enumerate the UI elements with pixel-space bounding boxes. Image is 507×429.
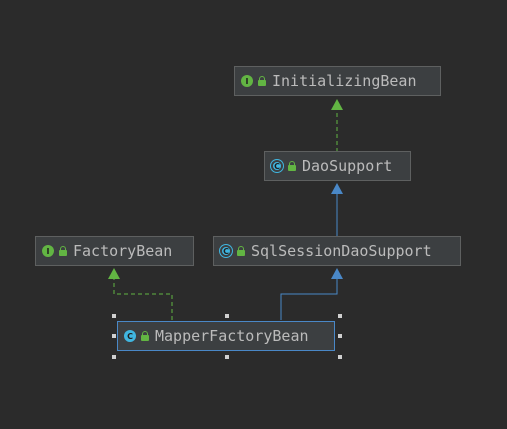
selection-handle-right[interactable] [338,334,342,338]
selection-handle-top[interactable] [225,314,229,318]
abstract-class-icon: C [220,245,232,257]
selection-handle-bottom-right[interactable] [338,355,342,359]
node-label: FactoryBean [73,242,173,260]
selection-handle-top-right[interactable] [338,314,342,318]
selection-handle-bottom-left[interactable] [112,355,116,359]
abstract-class-icon: C [271,160,283,172]
edge-mapperfactorybean-extends-sqlsessiondaosupport [280,268,343,320]
node-label: InitializingBean [272,72,417,90]
interface-icon: I [42,245,54,257]
node-label: DaoSupport [302,157,393,175]
interface-icon: I [241,75,253,87]
selection-handle-bottom[interactable] [225,355,229,359]
public-lock-icon [257,76,266,86]
selection-handle-top-left[interactable] [112,314,116,318]
node-factorybean[interactable]: I FactoryBean [35,236,194,266]
public-lock-icon [236,246,245,256]
node-initializingbean[interactable]: I InitializingBean [234,66,441,96]
edge-daosupport-implements-initializingbean [331,99,343,152]
edge-sqlsessiondaosupport-extends-daosupport [331,183,343,236]
node-mapperfactorybean[interactable]: C MapperFactoryBean [117,321,335,351]
public-lock-icon [140,331,149,341]
class-icon: C [124,330,136,342]
public-lock-icon [287,161,296,171]
selection-handle-left[interactable] [112,334,116,338]
node-label: MapperFactoryBean [155,327,309,345]
node-daosupport[interactable]: C DaoSupport [264,151,411,181]
node-sqlsessiondaosupport[interactable]: C SqlSessionDaoSupport [213,236,461,266]
public-lock-icon [58,246,67,256]
node-label: SqlSessionDaoSupport [251,242,432,260]
edge-mapperfactorybean-implements-factorybean [108,268,173,320]
